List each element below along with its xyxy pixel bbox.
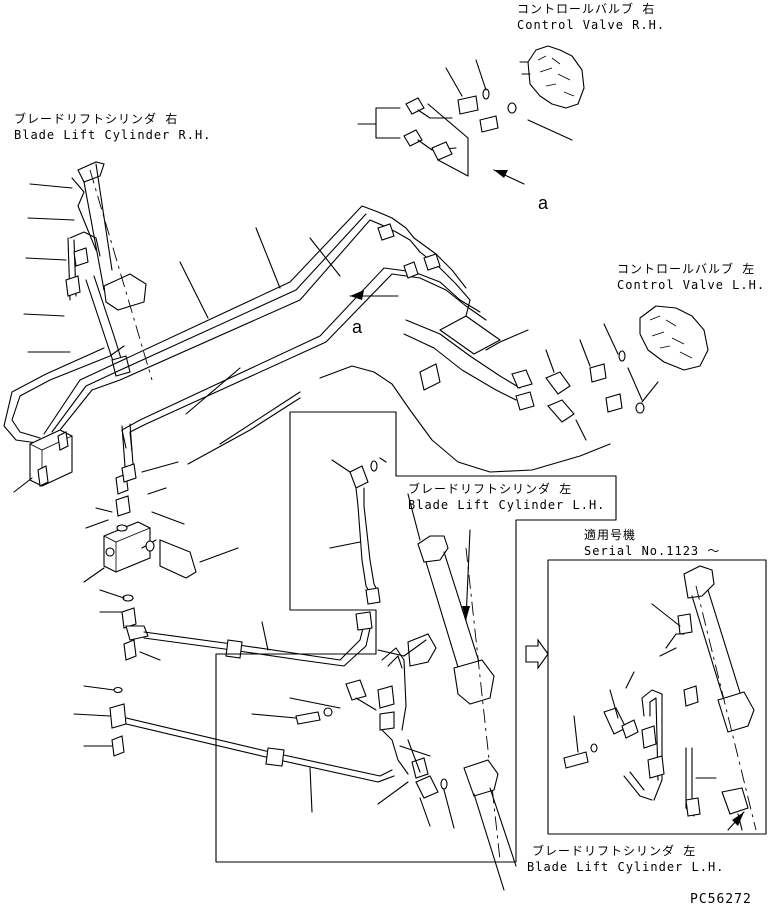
control-valve-rh-en-label: Control Valve R.H.	[517, 18, 666, 32]
control-valve-lh-en-label: Control Valve L.H.	[617, 278, 766, 292]
control-valve-lh-drawing	[545, 305, 709, 441]
blade-lift-cylinder-rh-drawing	[23, 161, 153, 381]
control-valve-lh-jp-label: コントロールバルブ 左	[617, 262, 756, 276]
blade-lift-cylinder-lh-inset-jp-label: ブレードリフトシリンダ 左	[532, 844, 697, 858]
blade-lift-cylinder-rh-en-label: Blade Lift Cylinder R.H.	[14, 128, 212, 142]
serial-inset-drawing	[525, 565, 757, 831]
blade-lift-cylinder-rh-jp-label: ブレードリフトシリンダ 右	[14, 112, 179, 126]
view-arrow-a-top-label: a	[538, 193, 549, 213]
blade-lift-cylinder-lh-jp-label: ブレードリフトシリンダ 左	[408, 482, 573, 496]
frame-outline	[187, 365, 611, 473]
drawing-number: PC56272	[690, 892, 752, 907]
serial-applicable-jp-label: 適用号機	[584, 528, 637, 542]
manifold-block-drawing	[13, 423, 395, 813]
blade-lift-cylinder-lh-inset-en-label: Blade Lift Cylinder L.H.	[527, 860, 725, 874]
main-pipe-bundle	[3, 205, 535, 453]
blade-lift-cylinder-lh-drawing	[251, 457, 517, 891]
control-valve-rh-jp-label: コントロールバルブ 右	[517, 2, 656, 16]
view-arrow-a-mid-label: a	[352, 317, 363, 337]
blade-lift-cylinder-lh-en-label: Blade Lift Cylinder L.H.	[408, 498, 606, 512]
control-valve-rh-drawing	[357, 45, 585, 185]
leader-frames	[215, 411, 767, 863]
serial-number-label: Serial No.1123 ～	[584, 544, 721, 558]
